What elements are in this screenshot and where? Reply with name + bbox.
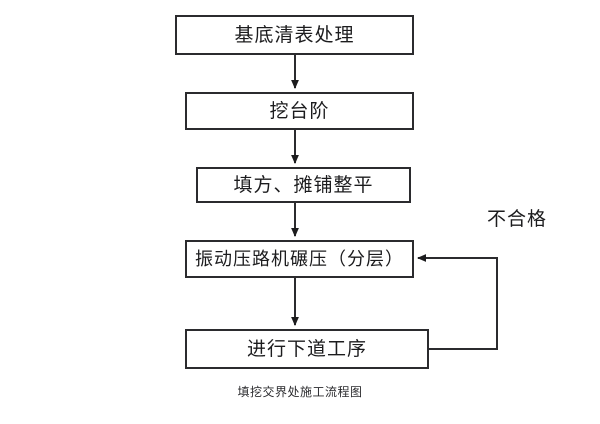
node-label: 挖台阶 bbox=[269, 100, 330, 122]
diagram-caption: 填挖交界处施工流程图 bbox=[237, 385, 363, 399]
node-label: 基底清表处理 bbox=[234, 24, 355, 46]
edge-label-unqualified: 不合格 bbox=[487, 209, 548, 230]
connector-feedback-loop bbox=[417, 254, 498, 350]
process-node-fill-and-level[interactable]: 填方、摊铺整平 bbox=[196, 167, 411, 203]
node-label: 进行下道工序 bbox=[246, 338, 367, 360]
process-node-next-procedure[interactable]: 进行下道工序 bbox=[185, 329, 429, 369]
node-label: 振动压路机碾压（分层） bbox=[195, 249, 404, 269]
process-node-base-clearing[interactable]: 基底清表处理 bbox=[175, 15, 414, 55]
process-node-excavate-steps[interactable]: 挖台阶 bbox=[185, 92, 414, 130]
process-node-vibratory-roller-compaction[interactable]: 振动压路机碾压（分层） bbox=[185, 240, 414, 278]
node-label: 填方、摊铺整平 bbox=[233, 174, 374, 196]
